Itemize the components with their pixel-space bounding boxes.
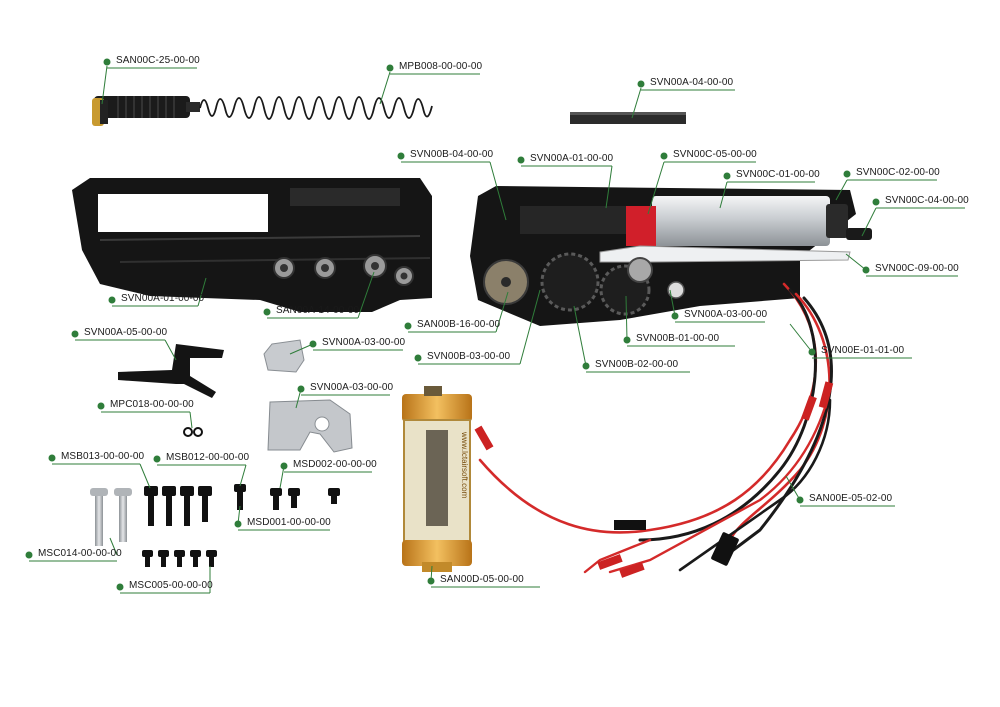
label-svn00c-05: SVN00C-05-00-00 <box>673 149 757 160</box>
label-mpb008: MPB008-00-00-00 <box>399 61 483 72</box>
label-san00b-16: SAN00B-16-00-00 <box>417 319 501 330</box>
label-msc014: MSC014-00-00-00 <box>38 548 122 559</box>
gears <box>483 252 685 316</box>
gearbox-shell-left <box>72 178 432 312</box>
leader-lines <box>25 58 965 594</box>
label-svn00a-03-plate1: SVN00A-03-00-00 <box>322 337 406 348</box>
wire-connectors <box>474 381 834 578</box>
label-svn00a-05: SVN00A-05-00-00 <box>84 327 168 338</box>
label-san00d-05: SAN00D-05-00-00 <box>440 574 524 585</box>
metal-plate-small <box>263 339 305 373</box>
label-mpc018: MPC018-00-00-00 <box>110 399 194 410</box>
label-svn00b-02: SVN00B-02-00-00 <box>595 359 679 370</box>
label-san00e-05: SAN00E-05-02-00 <box>809 493 893 504</box>
label-svn00c-02: SVN00C-02-00-00 <box>856 167 940 178</box>
label-svn00a-03-right: SVN00A-03-00-00 <box>684 309 768 320</box>
label-msb012: MSB012-00-00-00 <box>166 452 250 463</box>
label-svn00c-01: SVN00C-01-00-00 <box>736 169 820 180</box>
label-msc005: MSC005-00-00-00 <box>129 580 213 591</box>
selector-lever <box>118 344 224 398</box>
cylinder <box>626 196 872 246</box>
screws-long <box>90 488 132 546</box>
label-svn00a-04: SVN00A-04-00-00 <box>650 77 734 88</box>
flat-bar-part <box>570 112 686 124</box>
label-svn00a-03-plate2: SVN00A-03-00-00 <box>310 382 394 393</box>
label-svn00b-01: SVN00B-01-00-00 <box>636 333 720 344</box>
label-svn00c-09: SVN00C-09-00-00 <box>875 263 959 274</box>
wiring-harness <box>478 282 833 574</box>
metal-plate-large <box>267 399 353 453</box>
screws-black-large <box>144 484 340 526</box>
spring-guide-assembly <box>92 96 200 126</box>
label-msd001: MSD001-00-00-00 <box>247 517 331 528</box>
label-san00a-14: SAN00A-14-00-00 <box>276 305 360 316</box>
screws-black-small <box>142 550 217 567</box>
label-svn00b-03: SVN00B-03-00-00 <box>427 351 511 362</box>
label-svn00b-04: SVN00B-04-00-00 <box>410 149 494 160</box>
label-svn00a-01-top: SVN00A-01-00-00 <box>530 153 614 164</box>
motor: www.lctairsoft.com <box>402 386 472 572</box>
label-msb013: MSB013-00-00-00 <box>61 451 145 462</box>
e-clips <box>183 427 203 437</box>
motor-branding: www.lctairsoft.com <box>460 431 469 499</box>
label-msd002: MSD002-00-00-00 <box>293 459 377 470</box>
label-san00c-25: SAN00C-25-00-00 <box>116 55 200 66</box>
label-svn00a-01-left: SVN00A-01-00-00 <box>121 293 205 304</box>
tappet-plate <box>599 245 851 263</box>
label-svn00c-04: SVN00C-04-00-00 <box>885 195 969 206</box>
label-svn00e-01: SVN00E-01-01-00 <box>821 345 905 356</box>
main-spring <box>199 96 433 120</box>
